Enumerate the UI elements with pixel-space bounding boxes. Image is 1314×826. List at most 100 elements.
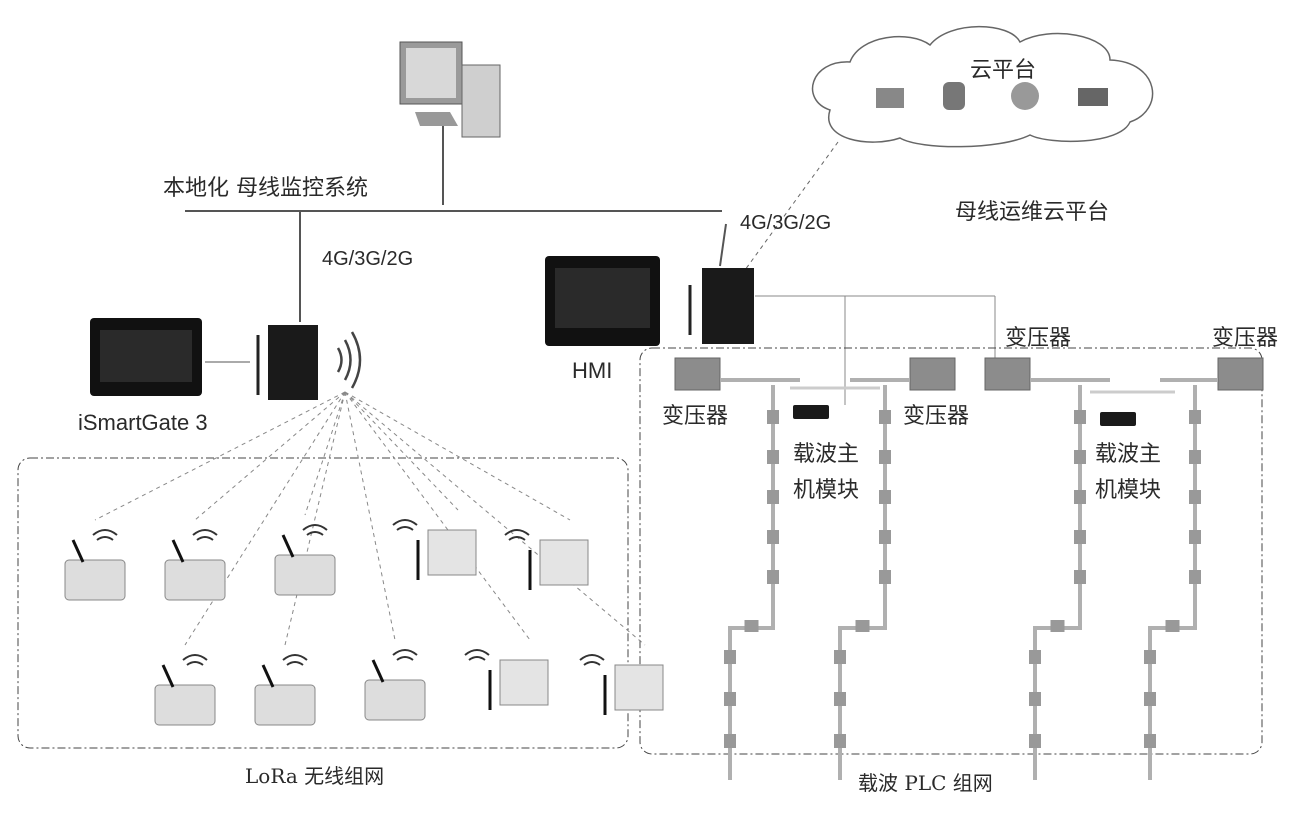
plug-in-box — [724, 650, 736, 664]
transformer-box — [674, 357, 721, 391]
plug-in-box — [879, 410, 891, 424]
bus-duct — [728, 385, 775, 780]
power-meter — [539, 539, 589, 586]
plug-in-box — [1050, 620, 1065, 632]
plug-in-box — [1144, 734, 1156, 748]
gateway-right-device — [702, 268, 754, 344]
plug-in-box — [767, 530, 779, 544]
uplink-label-left: 4G/3G/2G — [322, 248, 414, 270]
antenna-icon — [371, 659, 385, 683]
antenna-icon — [71, 539, 85, 563]
hmi-screen — [555, 268, 650, 328]
carrier-module-label: 载波主 — [793, 442, 860, 467]
plug-in-box — [1029, 692, 1041, 706]
wifi-icon — [392, 649, 418, 661]
wireless-link — [194, 391, 346, 521]
globe-icon — [1011, 82, 1039, 110]
plug-in-box — [1029, 650, 1041, 664]
plug-in-box — [1144, 692, 1156, 706]
transformer-label: 变压器 — [903, 404, 970, 429]
plug-in-box — [1029, 734, 1041, 748]
plug-in-box — [1144, 650, 1156, 664]
bus-duct — [1033, 385, 1082, 780]
wifi-icon — [579, 654, 605, 666]
plug-in-box — [1074, 530, 1086, 544]
lora-sensor — [254, 684, 316, 726]
carrier-module-label: 载波主 — [1095, 442, 1162, 467]
plug-in-box — [834, 650, 846, 664]
cloud-title: 云平台 — [970, 58, 1037, 83]
wireless-link — [344, 391, 571, 521]
power-meter — [427, 529, 477, 576]
plc-group-label: 载波 PLC 组网 — [858, 771, 993, 795]
tablet-screen — [100, 330, 192, 382]
wireless-link — [284, 391, 346, 646]
ismartgate-label: iSmartGate 3 — [78, 410, 208, 435]
wireless-link — [184, 391, 346, 646]
plug-in-box — [744, 620, 759, 632]
plug-in-box — [767, 490, 779, 504]
wireless-link — [304, 391, 346, 516]
plug-in-box — [1165, 620, 1180, 632]
wifi-icon — [182, 654, 208, 666]
cloud-platform — [811, 25, 1154, 148]
plug-in-box — [1074, 570, 1086, 584]
bus-lines — [185, 126, 996, 405]
lora-sensor — [274, 554, 336, 596]
plug-in-box — [879, 490, 891, 504]
cloud-shape — [811, 25, 1154, 148]
plug-in-box — [1189, 530, 1201, 544]
plug-in-box — [834, 734, 846, 748]
plug-in-box — [1189, 570, 1201, 584]
transformer-box — [984, 357, 1031, 391]
plug-in-box — [1189, 490, 1201, 504]
antenna-icon — [161, 664, 175, 688]
cloud-link — [744, 141, 839, 271]
screen-icon — [1078, 88, 1108, 106]
plug-in-box — [1074, 450, 1086, 464]
antenna-icon — [281, 534, 295, 558]
plc-group-box — [639, 347, 1263, 755]
plug-in-box — [767, 410, 779, 424]
power-meter — [614, 664, 664, 711]
plug-in-box — [767, 450, 779, 464]
carrier-module-label: 机模块 — [793, 478, 860, 503]
plug-in-box — [767, 570, 779, 584]
carrier-host-module — [1100, 412, 1136, 426]
lora-sensor — [154, 684, 216, 726]
folder-icon — [876, 88, 904, 108]
wifi-icon — [464, 649, 490, 661]
lora-group-box — [17, 457, 629, 749]
antenna-icon — [171, 539, 185, 563]
lora-sensor — [64, 559, 126, 601]
cloud-platform-label: 母线运维云平台 — [955, 200, 1110, 225]
hmi-label: HMI — [572, 358, 613, 383]
transformer-box — [909, 357, 956, 391]
wifi-icon — [92, 529, 118, 541]
transformer-label: 变压器 — [1212, 326, 1279, 351]
transformer-label: 变压器 — [662, 404, 729, 429]
wireless-link — [344, 391, 646, 646]
antenna-icon — [261, 664, 275, 688]
gateway-left-device — [268, 325, 318, 400]
plug-in-box — [879, 570, 891, 584]
transformer-label: 变压器 — [1005, 326, 1072, 351]
lora-sensor — [164, 559, 226, 601]
plug-in-box — [879, 450, 891, 464]
computer-icon — [399, 41, 501, 138]
plug-in-box — [724, 692, 736, 706]
uplink-label-right: 4G/3G/2G — [740, 212, 832, 234]
wifi-icon — [282, 654, 308, 666]
plug-in-box — [1074, 490, 1086, 504]
plug-in-box — [1074, 410, 1086, 424]
database-icon — [943, 82, 965, 110]
plug-in-box — [1189, 450, 1201, 464]
plug-in-box — [1189, 410, 1201, 424]
lora-group-label: LoRa 无线组网 — [245, 764, 385, 788]
plug-in-box — [879, 530, 891, 544]
plug-in-box — [724, 734, 736, 748]
wifi-icon — [504, 529, 530, 541]
carrier-host-module — [793, 405, 829, 419]
